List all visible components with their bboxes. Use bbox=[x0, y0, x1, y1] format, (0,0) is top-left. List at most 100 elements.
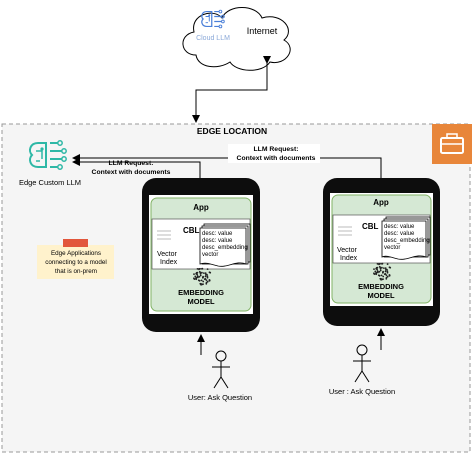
app-label: App bbox=[193, 203, 209, 212]
embedding-dot bbox=[198, 270, 201, 273]
embedding-dot bbox=[206, 280, 209, 283]
embedding-line2: MODEL bbox=[187, 297, 215, 306]
doc-line-4: vector bbox=[384, 245, 400, 251]
embedding-dot bbox=[205, 279, 208, 281]
vector-index-line2: Index bbox=[160, 259, 178, 266]
request-arrow-right bbox=[72, 154, 382, 178]
edge-apps-note: Edge Applications connecting to a model … bbox=[37, 239, 114, 279]
embedding-line2: MODEL bbox=[367, 291, 395, 300]
embedding-dot bbox=[202, 275, 205, 278]
embedding-dot bbox=[206, 273, 208, 276]
embedding-dot bbox=[378, 265, 381, 268]
note-line2: connecting to a model bbox=[45, 259, 107, 266]
embedding-dot bbox=[386, 275, 389, 278]
left-request-line2: Context with documents bbox=[92, 169, 171, 176]
embedding-dot bbox=[373, 268, 375, 270]
doc-line-4: vector bbox=[202, 252, 218, 258]
embedding-dot bbox=[386, 268, 388, 271]
embedding-dot bbox=[199, 267, 201, 270]
embedding-dot bbox=[373, 272, 375, 275]
device-right: App CBL Vector Index desc: value desc: v… bbox=[323, 178, 440, 326]
embedding-dot bbox=[376, 268, 378, 271]
embedding-dot bbox=[200, 283, 203, 286]
user-left-figure-icon bbox=[212, 350, 230, 389]
cbl-label: CBL bbox=[183, 226, 200, 235]
embedding-dot bbox=[382, 278, 384, 280]
embedding-dot bbox=[376, 270, 379, 273]
embedding-dot bbox=[380, 274, 383, 277]
embedding-dot bbox=[196, 268, 199, 270]
embedding-dot bbox=[198, 275, 201, 278]
embedding-dot bbox=[379, 262, 381, 265]
embedding-dot bbox=[375, 266, 378, 269]
embedding-dot bbox=[201, 267, 203, 270]
embedding-dot bbox=[204, 272, 207, 275]
embedding-dot bbox=[383, 273, 386, 276]
embedding-dot bbox=[196, 273, 199, 276]
internet-label: Internet bbox=[247, 26, 278, 36]
cloud-edge-connector bbox=[192, 56, 271, 123]
vector-index-line1: Vector bbox=[157, 251, 178, 258]
embedding-dot bbox=[194, 275, 197, 278]
edge-llm-label: Edge Custom LLM bbox=[19, 178, 81, 187]
embedding-dot bbox=[385, 274, 388, 276]
list-icon bbox=[338, 226, 352, 236]
right-request-line1: LLM Request: bbox=[254, 146, 299, 153]
document-stack: desc: value desc: value desc_embedding v… bbox=[381, 216, 431, 260]
embedding-dot bbox=[383, 267, 385, 269]
embedding-dot bbox=[208, 279, 211, 282]
request-arrow-left bbox=[72, 158, 201, 178]
embedding-dots-icon bbox=[373, 262, 392, 281]
embedding-dot bbox=[200, 279, 203, 282]
embedding-dot bbox=[206, 275, 209, 278]
embedding-dots-icon bbox=[193, 267, 212, 286]
embedding-dot bbox=[381, 266, 383, 269]
user-left-label: User: Ask Question bbox=[188, 393, 252, 402]
embedding-dot bbox=[208, 271, 211, 274]
doc-line-2: desc: value bbox=[384, 231, 415, 237]
device-left: App CBL Vector Index desc: value desc: v… bbox=[142, 178, 260, 332]
embedding-dot bbox=[198, 279, 201, 282]
edge-location-title: EDGE LOCATION bbox=[197, 126, 267, 136]
embedding-dot bbox=[375, 271, 378, 274]
cbl-label: CBL bbox=[362, 222, 379, 231]
embedding-dot bbox=[380, 278, 382, 281]
embedding-dot bbox=[206, 276, 209, 279]
embedding-dot bbox=[201, 271, 203, 274]
embedding-dot bbox=[384, 267, 387, 270]
embedding-dot bbox=[206, 268, 209, 270]
embedding-line1: EMBEDDING bbox=[178, 288, 224, 297]
embedding-dot bbox=[381, 262, 383, 265]
user-right-label: User : Ask Question bbox=[329, 387, 395, 396]
right-request-line2: Context with documents bbox=[237, 155, 316, 162]
embedding-dot bbox=[386, 270, 389, 273]
embedding-dot bbox=[193, 273, 195, 275]
embedding-dot bbox=[195, 271, 198, 274]
vector-index-line2: Index bbox=[340, 255, 358, 262]
embedding-line1: EMBEDDING bbox=[358, 282, 404, 291]
embedding-dot bbox=[193, 277, 195, 280]
embedding-dot bbox=[382, 270, 384, 273]
user-right-figure-icon bbox=[353, 344, 371, 383]
embedding-dot bbox=[204, 275, 207, 278]
embedding-dot bbox=[388, 274, 391, 277]
list-icon bbox=[157, 230, 171, 240]
app-label: App bbox=[373, 198, 389, 207]
cloud-logo-text: Cloud LLM bbox=[196, 35, 230, 42]
doc-line-3: desc_embedding bbox=[384, 238, 430, 244]
embedding-dot bbox=[378, 270, 381, 273]
left-request-line1: LLM Request: bbox=[109, 160, 154, 167]
note-line1: Edge Applications bbox=[51, 250, 101, 257]
corner-toolbox-icon bbox=[432, 124, 472, 164]
embedding-dot bbox=[378, 274, 381, 277]
embedding-dot bbox=[386, 263, 389, 265]
embedding-dot bbox=[386, 271, 389, 274]
embedding-dot bbox=[388, 266, 391, 269]
embedding-dot bbox=[202, 280, 205, 283]
doc-line-3: desc_embedding bbox=[202, 245, 248, 251]
vector-index-line1: Vector bbox=[337, 247, 358, 254]
right-request-label-bg bbox=[228, 144, 320, 163]
doc-line-1: desc: value bbox=[384, 224, 415, 230]
embedding-dot bbox=[374, 270, 377, 273]
document-stack: desc: value desc: value desc_embedding v… bbox=[199, 223, 251, 267]
